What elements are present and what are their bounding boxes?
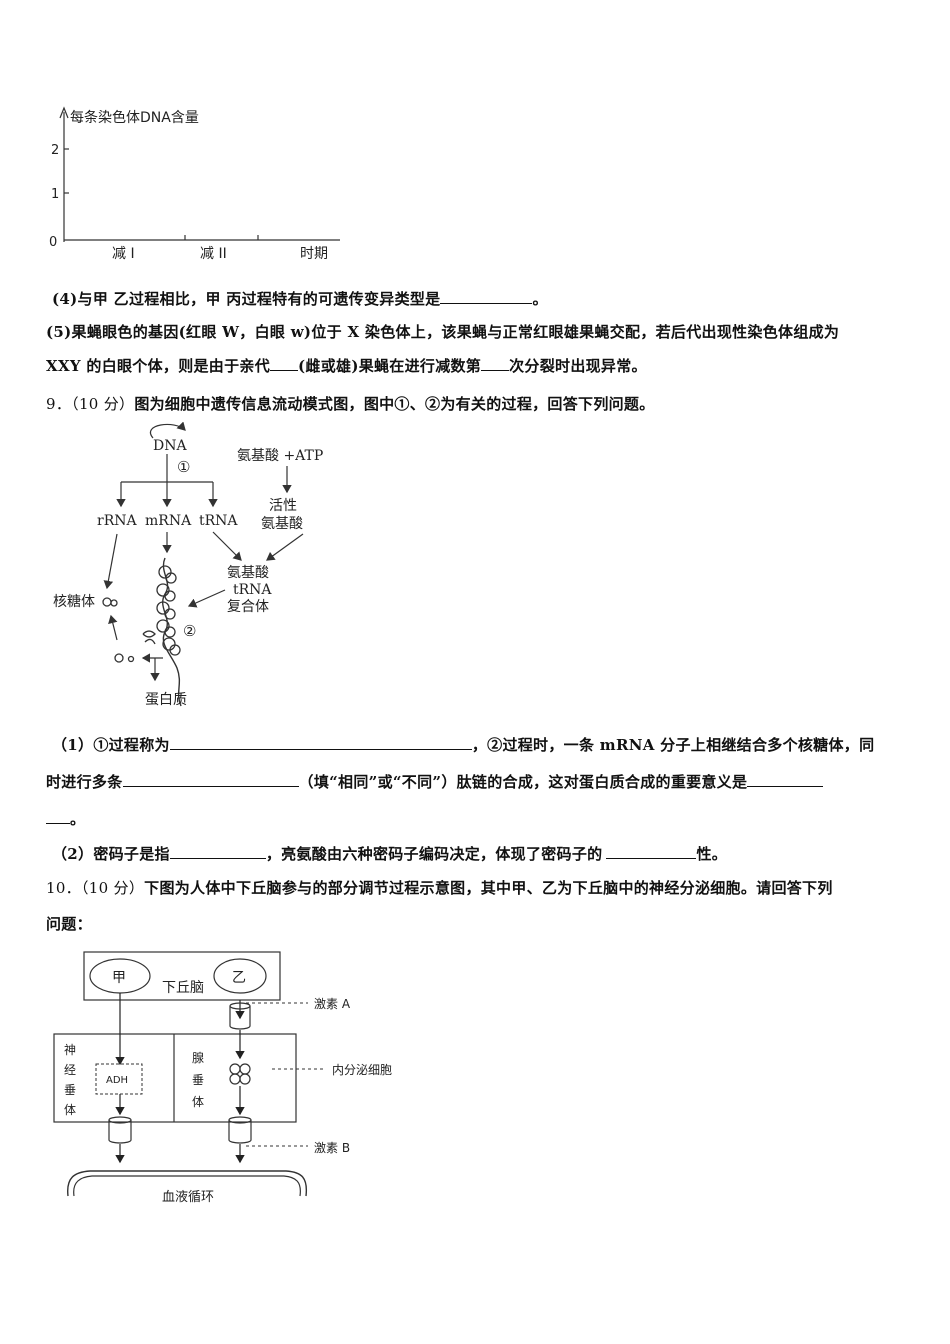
q9-part1-line2: 时进行多条（填“相同”或“不同”）肽链的合成，这对蛋白质合成的重要意义是 [46, 771, 824, 792]
endocrine-cells-icon [229, 1063, 251, 1085]
label-active-aa-1: 活性 [269, 498, 297, 514]
label-rrna: rRNA [97, 513, 137, 529]
answer-blank [606, 844, 697, 859]
q9-part1-line3: 。 [46, 808, 85, 829]
label-mrna: mRNA [145, 513, 192, 529]
label-adh: ADH [106, 1075, 128, 1086]
label-adeno-1: 腺 [192, 1051, 204, 1065]
q8-part5-line2: XXY 的白眼个体，则是由于亲代(雌或雄)果蝇在进行减数第次分裂时出现异常。 [46, 356, 647, 375]
q10-stem-line1: 10．（10 分）下图为人体中下丘脑参与的部分调节过程示意图，其中甲、乙为下丘脑… [46, 879, 833, 897]
free-subunits-icon [114, 653, 135, 663]
hormone-b-vesicle [228, 1116, 252, 1144]
label-adeno-2: 垂 [192, 1073, 204, 1087]
label-yi: 乙 [232, 970, 246, 986]
x-tick-meiosis-1: 减 I [112, 246, 135, 262]
label-complex-2: tRNA [233, 582, 272, 598]
label-hypothalamus: 下丘脑 [162, 980, 204, 996]
question-number: 10．（10 分） [46, 879, 145, 897]
q9-stem: 9．（10 分）图为细胞中遗传信息流动模式图，图中①、②为有关的过程，回答下列问… [46, 395, 655, 413]
answer-blank [169, 844, 266, 859]
y-axis-arrow [59, 106, 69, 119]
adh-vesicle [108, 1116, 132, 1144]
label-step1: ① [177, 458, 190, 476]
label-amino-acid-atp: 氨基酸 +ATP [237, 447, 323, 464]
y-tick-1: 1 [51, 187, 59, 202]
y-tick-2: 2 [51, 143, 59, 158]
y-tick-0: 0 [49, 235, 57, 250]
blood-vessel-inner [73, 1175, 301, 1197]
label-neuro-2: 经 [64, 1063, 76, 1077]
q9-part1-line1: （1）①过程称为，②过程时，一条 mRNA 分子上相继结合多个核糖体，同 [52, 735, 875, 754]
cell-yi [213, 958, 267, 994]
label-complex-1: 氨基酸 [227, 564, 269, 581]
label-step2: ② [183, 622, 196, 640]
gene-expression-diagram: DNA ① rRNA mRNA tRNA 氨基酸 +ATP 活性 氨基酸 氨基酸… [53, 422, 323, 708]
label-jia: 甲 [112, 970, 126, 986]
label-neuro-1: 神 [64, 1043, 76, 1057]
answer-blank [747, 772, 824, 787]
q9-part2: （2）密码子是指，亮氨酸由六种密码子编码决定，体现了密码子的性。 [52, 844, 728, 863]
answer-blank [270, 356, 299, 371]
hypothalamus-regulation-diagram: 甲 乙 下丘脑 激素 A 神 经 垂 体 腺 垂 体 ADH 内分泌细胞 激素 … [53, 951, 392, 1205]
label-complex-3: 复合体 [227, 598, 269, 615]
label-trna: tRNA [199, 513, 238, 529]
polysome [142, 565, 181, 656]
label-hormone-a: 激素 A [314, 997, 351, 1011]
x-tick-period: 时期 [300, 246, 328, 262]
hypothalamus-box [83, 951, 281, 1001]
blood-vessel-outer [67, 1170, 308, 1197]
dna-content-graph: 每条染色体DNA含量 2 1 0 减 I 减 II 时期 [49, 106, 340, 262]
y-axis-label: 每条染色体DNA含量 [70, 109, 199, 126]
label-blood-circulation: 血液循环 [162, 1190, 214, 1205]
label-ribosome: 核糖体 [53, 594, 95, 610]
label-active-aa-2: 氨基酸 [261, 515, 303, 532]
hormone-a-vesicle [229, 1002, 251, 1030]
q8-part4: (4)与甲 乙过程相比，甲 丙过程特有的可遗传变异类型是。 [52, 289, 548, 308]
label-neuro-4: 体 [64, 1103, 76, 1117]
answer-blank [481, 356, 510, 371]
label-protein: 蛋白质 [145, 692, 187, 708]
question-number: 9．（10 分） [46, 395, 135, 413]
label-hormone-b: 激素 B [314, 1141, 350, 1155]
answer-blank [169, 735, 472, 750]
label-neuro-3: 垂 [64, 1083, 76, 1097]
q10-stem-line2: 问题： [46, 915, 92, 933]
pituitary-box [53, 1033, 297, 1123]
x-tick-meiosis-2: 减 II [200, 246, 227, 262]
q8-part5-line1: (5)果蝇眼色的基因(红眼 W，白眼 w)位于 X 染色体上，该果蝇与正常红眼雄… [46, 323, 840, 341]
answer-blank [440, 289, 533, 304]
label-adeno-3: 体 [192, 1095, 204, 1109]
answer-blank [122, 772, 299, 787]
label-dna: DNA [153, 438, 187, 454]
ribosome-icon [102, 597, 118, 607]
adh-box [95, 1063, 143, 1095]
label-endocrine-cells: 内分泌细胞 [332, 1063, 392, 1077]
answer-blank [46, 809, 70, 824]
